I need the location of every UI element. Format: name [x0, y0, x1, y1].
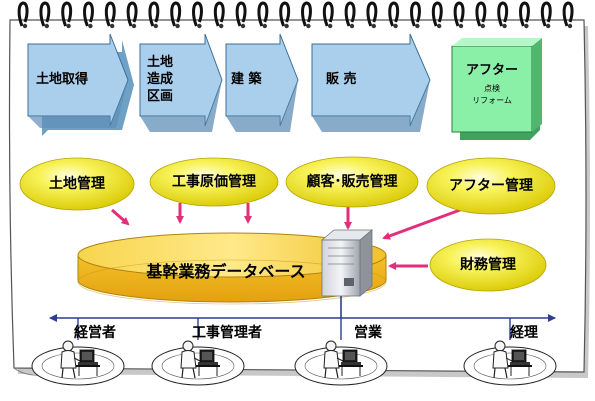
binding-hole	[131, 23, 137, 29]
database-cylinder	[77, 232, 387, 305]
module-construction-cost	[149, 157, 279, 207]
person-at-computer-icon	[60, 340, 100, 379]
binding-ring	[519, 1, 530, 27]
step-label-sales: 販 売	[326, 72, 357, 87]
user-label-construction-manager: 工事管理者	[192, 325, 262, 341]
binding-hole	[66, 23, 71, 29]
module-label-financial-management: 財務管理	[460, 256, 516, 273]
binding-hole	[480, 23, 485, 29]
binding-hole	[371, 23, 376, 29]
binding-ring	[410, 1, 421, 27]
binding-ring	[366, 1, 378, 27]
binding-ring	[17, 1, 29, 27]
binding-hole	[546, 23, 551, 29]
binding-hole	[88, 23, 93, 29]
process-step-construction	[225, 33, 299, 132]
binding-ring	[126, 1, 138, 27]
workstation-accounting	[463, 340, 557, 386]
binding-hole	[110, 23, 115, 29]
binding-hole	[262, 23, 267, 29]
binding-ring	[279, 1, 291, 27]
binding-ring	[562, 1, 574, 27]
step-label-land-acquisition: 土地取得	[36, 72, 89, 87]
process-step-sales	[311, 33, 431, 132]
module-financial-management	[429, 238, 547, 292]
binding-hole	[306, 23, 311, 29]
module-customer-sales	[285, 156, 419, 208]
server-icon	[320, 229, 374, 297]
binding-ring	[257, 1, 269, 27]
binding-ring	[475, 1, 487, 27]
person-at-computer-icon	[180, 340, 220, 379]
binding-ring	[540, 1, 552, 27]
binding-hole	[567, 23, 573, 29]
step-label-construction: 建 築	[231, 72, 262, 87]
binding-ring	[388, 1, 400, 27]
binding-ring	[83, 1, 94, 27]
step-sublabel-reform: リフォーム	[472, 96, 512, 105]
process-step-land-development	[139, 33, 223, 132]
user-label-accounting: 経理	[510, 325, 538, 341]
binding-hole	[175, 23, 180, 29]
binding-ring	[431, 1, 443, 27]
process-step-land-acquisition	[27, 33, 134, 136]
binding-ring	[170, 1, 182, 27]
module-land-management	[19, 157, 135, 211]
person-at-computer-icon	[323, 340, 363, 379]
network-line	[49, 296, 556, 340]
module-label-land-management: 土地管理	[49, 175, 105, 192]
person-at-computer-icon	[492, 340, 532, 379]
process-step-after-service	[451, 38, 542, 140]
binding-hole	[153, 23, 158, 29]
binding-ring	[235, 1, 247, 27]
spiral-binding	[17, 1, 574, 29]
binding-hole	[240, 23, 246, 29]
user-label-executive: 経営者	[74, 325, 116, 341]
binding-hole	[415, 23, 420, 29]
module-label-customer-sales: 顧客･販売管理	[306, 173, 398, 190]
step-sublabel-inspection: 点検	[484, 84, 500, 93]
binding-ring	[301, 1, 312, 27]
binding-ring	[213, 1, 225, 27]
binding-hole	[349, 23, 355, 29]
database-label: 基幹業務データベース	[146, 261, 306, 281]
binding-hole	[44, 23, 49, 29]
binding-hole	[22, 23, 28, 29]
binding-hole	[328, 23, 333, 29]
workstation-construction-manager	[151, 340, 245, 386]
binding-ring	[192, 1, 203, 27]
binding-hole	[458, 23, 464, 29]
step-label-land-development-2: 造成	[147, 72, 174, 87]
binding-ring	[497, 1, 509, 27]
workstation-sales	[294, 340, 388, 386]
workstation-executive	[31, 340, 125, 386]
binding-ring	[322, 1, 334, 27]
step-label-after-service: アフター	[465, 63, 519, 78]
module-label-construction-cost: 工事原価管理	[172, 173, 256, 190]
binding-ring	[39, 1, 51, 27]
binding-hole	[393, 23, 398, 29]
module-after-management	[426, 157, 556, 215]
module-label-after-management: アフター管理	[449, 177, 533, 194]
binding-ring	[453, 1, 465, 27]
binding-ring	[104, 1, 116, 27]
binding-hole	[437, 23, 442, 29]
step-label-land-development-3: 区画	[147, 89, 174, 104]
binding-hole	[524, 23, 529, 29]
binding-hole	[197, 23, 202, 29]
binding-hole	[284, 23, 289, 29]
module-to-database-arrows	[111, 203, 461, 270]
binding-ring	[344, 1, 356, 27]
binding-ring	[61, 1, 73, 27]
step-label-land-development-1: 土地	[147, 55, 174, 70]
user-label-sales: 営業	[354, 325, 382, 341]
binding-ring	[148, 1, 160, 27]
binding-hole	[502, 23, 507, 29]
binding-hole	[219, 23, 224, 29]
